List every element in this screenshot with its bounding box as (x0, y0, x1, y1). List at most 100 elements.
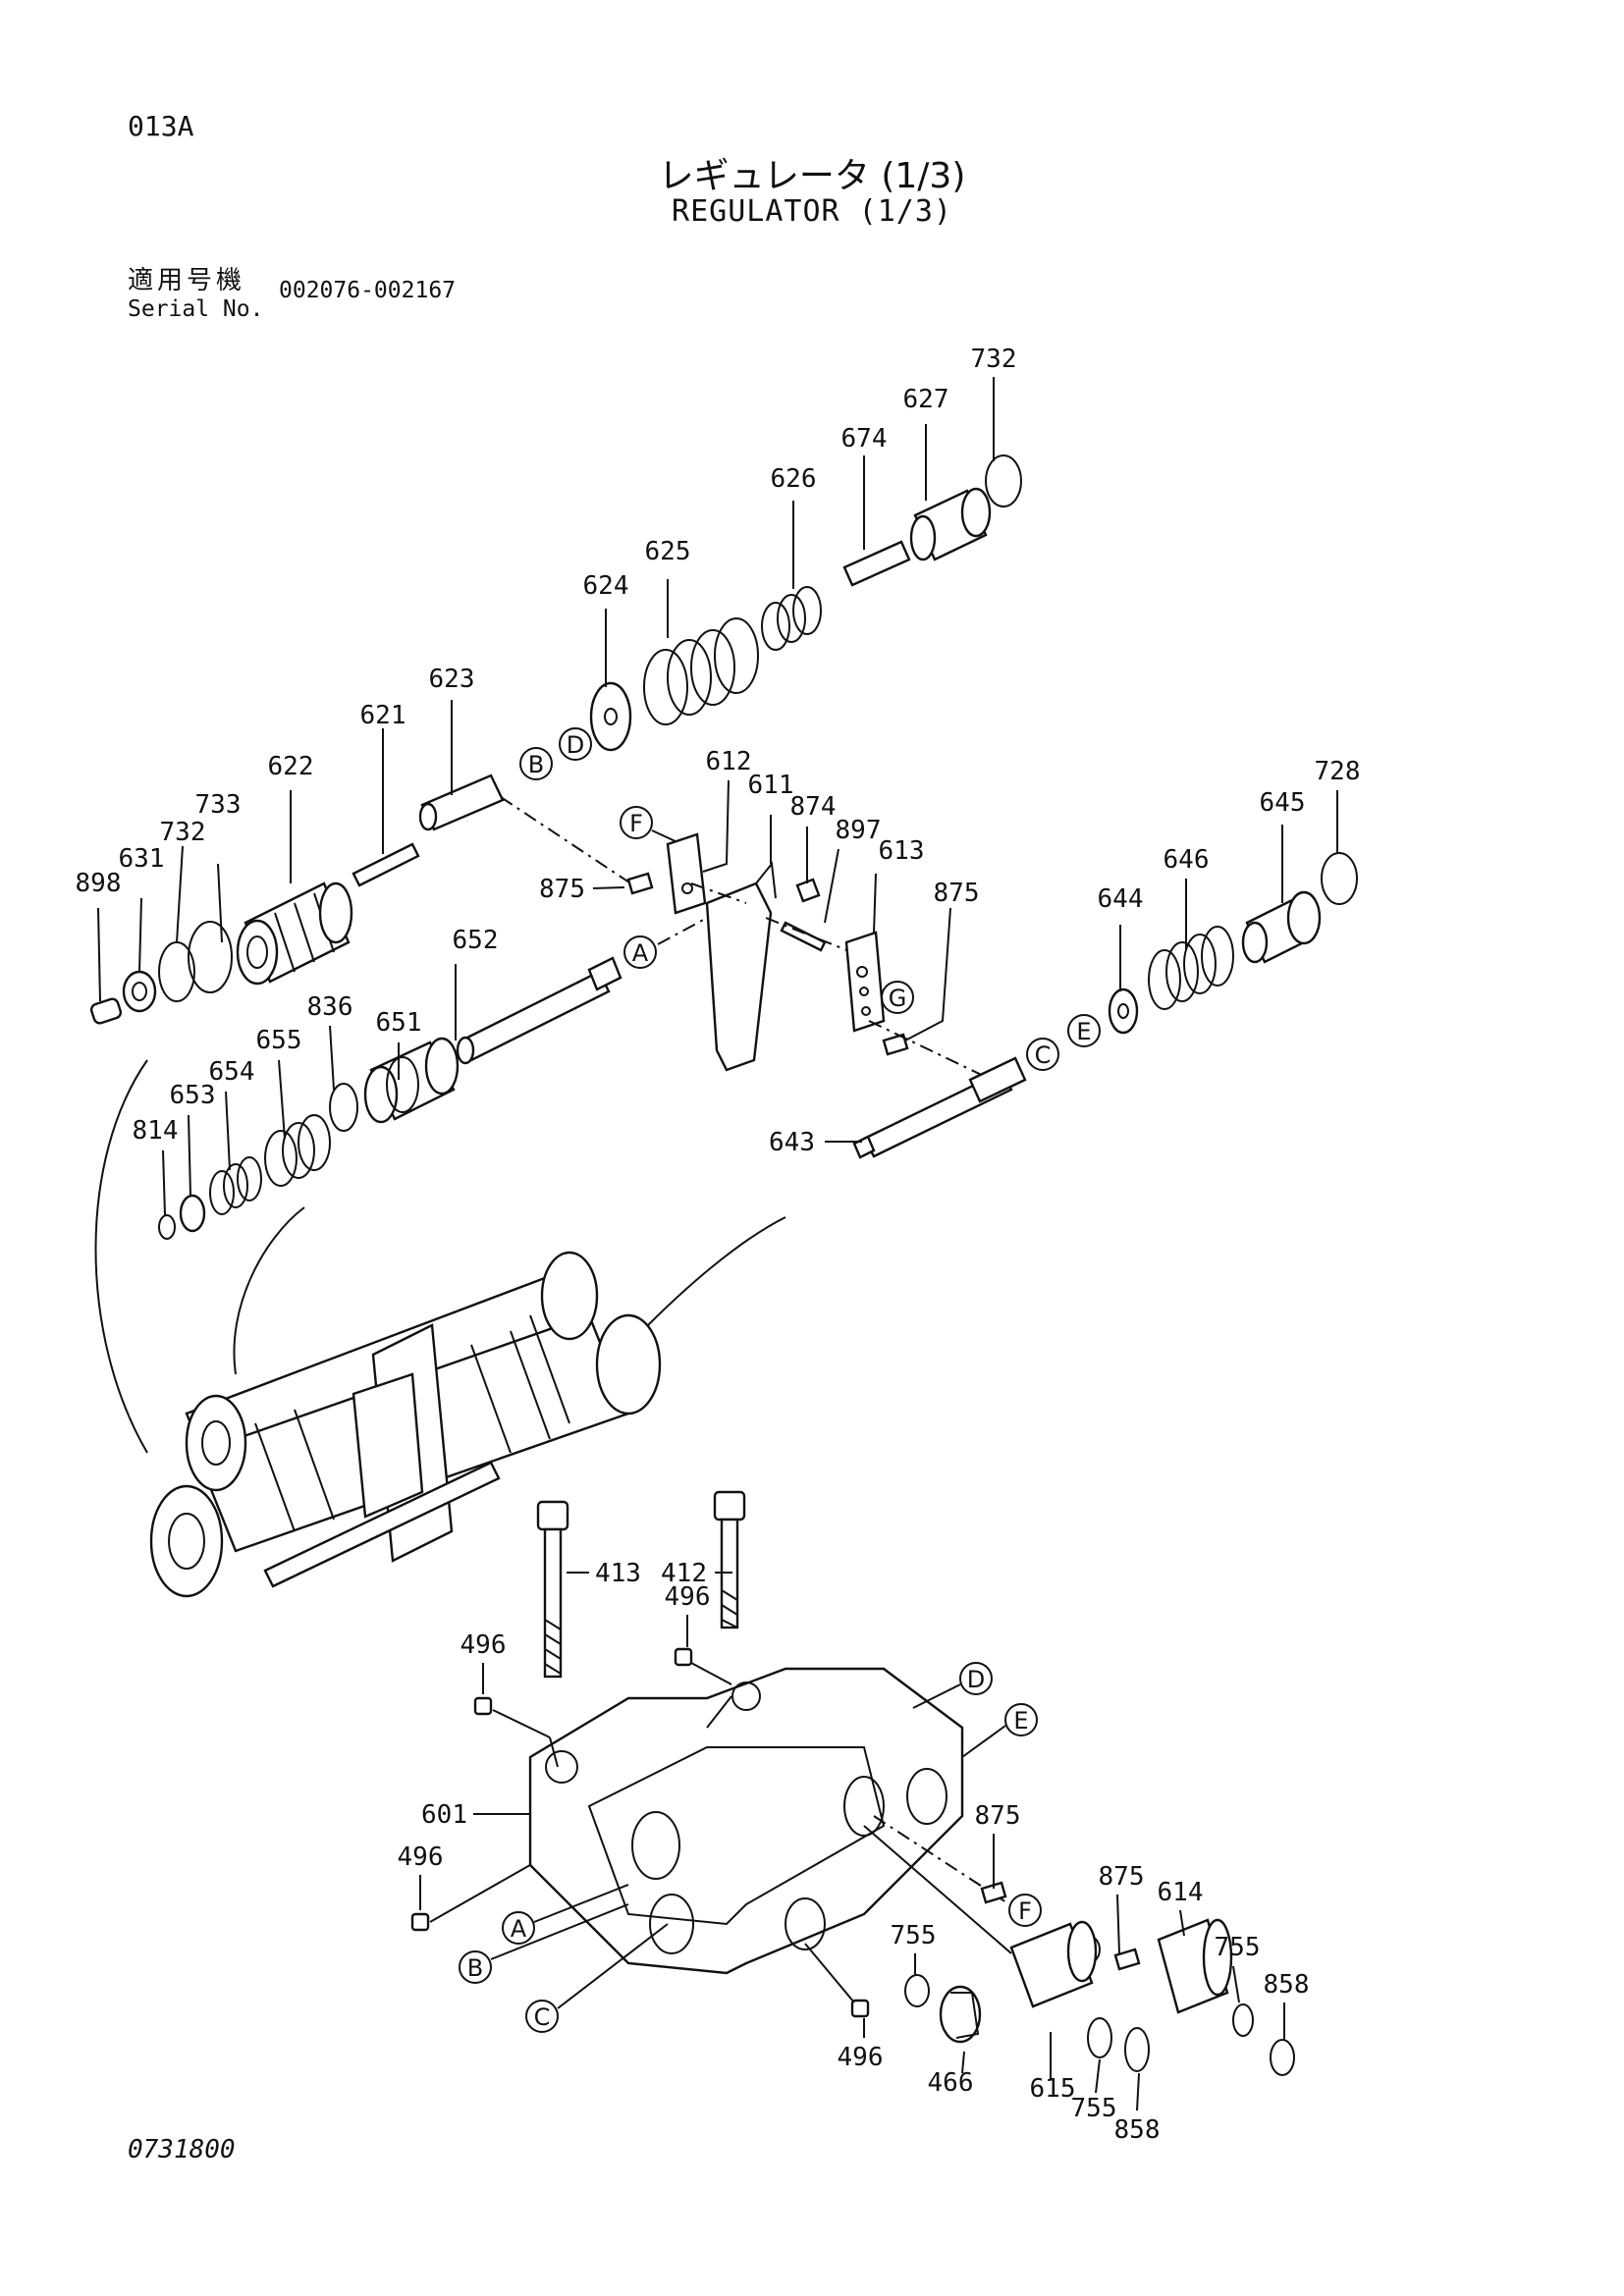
part-624-spring-seat (589, 681, 632, 752)
label-496-a: 496 (665, 1582, 711, 1612)
label-466: 466 (928, 2068, 974, 2098)
part-652-spool (456, 956, 623, 1065)
part-653-seat (179, 1194, 206, 1233)
part-611-lever (705, 861, 777, 1072)
svg-text:B: B (528, 751, 544, 778)
ref-circle-d-top: D (559, 727, 592, 761)
label-496-d: 496 (838, 2043, 884, 2072)
label-874: 874 (790, 792, 837, 822)
part-898-pin (89, 997, 123, 1025)
part-645-plug (1241, 890, 1322, 964)
svg-text:D: D (567, 731, 584, 759)
part-654-spring (209, 1156, 262, 1215)
label-875-mid: 875 (934, 879, 980, 908)
label-611: 611 (748, 771, 794, 800)
label-655: 655 (256, 1026, 302, 1055)
part-627-plug (909, 487, 992, 561)
label-814: 814 (133, 1116, 179, 1146)
ref-circle-f-house: F (1008, 1894, 1042, 1927)
label-625: 625 (645, 537, 691, 566)
svg-text:D: D (967, 1666, 985, 1693)
part-612-plate (666, 832, 707, 915)
part-labels: 732 627 674 626 625 624 623 621 622 733 … (76, 345, 1361, 2145)
label-643: 643 (769, 1128, 815, 1157)
label-654: 654 (209, 1057, 255, 1087)
ref-circle-e-house: E (1004, 1703, 1038, 1736)
label-624: 624 (583, 571, 629, 601)
part-621-pin (352, 842, 420, 887)
label-412: 412 (661, 1559, 707, 1588)
part-496-screw-d (850, 1999, 870, 2018)
part-755-oring-c (1232, 2003, 1254, 2037)
label-728: 728 (1315, 757, 1361, 786)
part-615-sleeve (1009, 1920, 1098, 2008)
part-858-snap-ring-b (1270, 2039, 1295, 2076)
label-631: 631 (119, 844, 165, 874)
part-755-oring-b (1087, 2017, 1112, 2058)
label-897: 897 (836, 816, 882, 845)
part-674-pin (842, 540, 911, 587)
label-651: 651 (376, 1008, 422, 1038)
serial-label-japanese: 適用号機 (128, 266, 246, 295)
label-674: 674 (841, 424, 888, 454)
label-623: 623 (429, 665, 475, 694)
label-613: 613 (879, 836, 925, 866)
title-english: REGULATOR (1/3) (672, 194, 952, 229)
upper-spool-group: B D (89, 454, 1022, 1025)
assembled-view (94, 1059, 786, 1598)
svg-text:C: C (1035, 1041, 1052, 1069)
title-japanese: レギュレータ (1/3) (658, 156, 966, 196)
label-836: 836 (307, 992, 353, 1022)
part-728-oring (1321, 852, 1358, 905)
label-755-c: 755 (1215, 1933, 1261, 1962)
label-755-a: 755 (891, 1921, 937, 1950)
part-814-snap-ring (158, 1214, 176, 1240)
part-626-inner-spring (761, 586, 822, 651)
page-code: 013A (128, 110, 194, 142)
label-622: 622 (268, 752, 314, 781)
label-733: 733 (195, 790, 242, 820)
leader-lines (97, 377, 1338, 2111)
part-496-screw-c (410, 1912, 430, 1932)
label-626: 626 (771, 464, 817, 494)
part-412-bolt (713, 1490, 746, 1629)
svg-text:A: A (632, 939, 649, 967)
label-614: 614 (1158, 1878, 1204, 1907)
svg-text:B: B (467, 1954, 483, 1982)
part-613-plate (844, 931, 886, 1033)
label-858-b: 858 (1264, 1970, 1310, 2000)
part-655-spring (264, 1114, 331, 1187)
part-643-rod (852, 1056, 1027, 1159)
label-858-a: 858 (1114, 2115, 1161, 2145)
part-875-pin-mid (882, 1033, 909, 1056)
svg-text:E: E (1013, 1707, 1028, 1735)
label-612: 612 (706, 747, 752, 776)
ref-circle-a-house: A (502, 1911, 535, 1945)
label-413: 413 (595, 1559, 641, 1588)
part-732-oring-top (985, 454, 1022, 507)
label-621: 621 (360, 701, 406, 730)
svg-text:F: F (629, 810, 643, 837)
label-645: 645 (1260, 788, 1306, 818)
label-644: 644 (1098, 884, 1144, 914)
ref-circle-d-house: D (959, 1662, 993, 1695)
ref-circle-b-house: B (459, 1950, 492, 1984)
label-875-upper: 875 (539, 875, 585, 904)
part-733-oring (188, 921, 233, 993)
label-875-g: 875 (1099, 1862, 1145, 1892)
ref-circle-e-mid: E (1067, 1014, 1101, 1047)
part-646-spring (1148, 926, 1234, 1010)
part-614-sleeve (1157, 1918, 1233, 2014)
part-622-sleeve (236, 881, 353, 986)
part-625-outer-spring (643, 617, 759, 725)
svg-text:G: G (889, 985, 907, 1012)
part-897-pin (780, 921, 827, 952)
part-466-plug (939, 1985, 982, 2044)
label-898: 898 (76, 869, 122, 898)
part-875-pin-upper (626, 872, 654, 895)
label-652: 652 (453, 926, 499, 955)
part-875-pin-g (1113, 1948, 1141, 1971)
document-code: 0731800 (128, 2135, 236, 2164)
ref-circle-c-mid: C (1026, 1038, 1059, 1071)
label-755-b: 755 (1071, 2094, 1117, 2123)
